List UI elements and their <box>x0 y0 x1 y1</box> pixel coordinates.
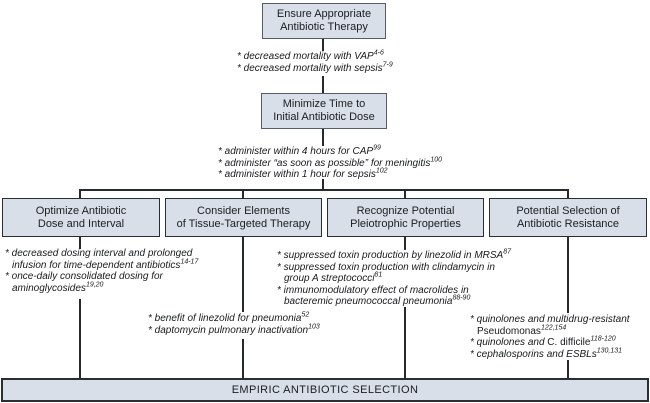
note-line: * daptomycin pulmonary inactivation103 <box>148 323 320 336</box>
note-line: * suppressed toxin production with clind… <box>277 261 495 273</box>
note-line: infusion for time-dependent antibiotics1… <box>12 258 199 271</box>
note-line: * benefit of linezolid for pneumonia52 <box>148 311 310 324</box>
box-empiric-antibiotic-selection: EMPIRIC ANTIBIOTIC SELECTION <box>1 378 649 402</box>
notes-pleiotrophic: * suppressed toxin production by linezol… <box>277 248 512 308</box>
note-line: aminoglycosides19,20 <box>12 281 104 294</box>
note-line: * quinolones and multidrug-resistant <box>470 314 630 325</box>
note-line: * suppressed toxin production by linezol… <box>277 248 512 261</box>
connector-branch-drop-2 <box>242 189 244 198</box>
note-line: * quinolones and C. difficile118-120 <box>470 335 616 348</box>
connector-col3-lower <box>404 307 406 378</box>
connector-col2-upper <box>242 237 244 312</box>
note-line: * immunomodulatory effect of macrolides … <box>277 284 469 296</box>
connector-branch-bar <box>79 189 569 191</box>
notes-tissue: * benefit of linezolid for pneumonia52 *… <box>148 311 320 336</box>
note-line: * administer “as soon as possible” for m… <box>218 156 443 169</box>
connector-trunk-1 <box>322 39 324 51</box>
notes-optimize: * decreased dosing interval and prolonge… <box>5 248 198 294</box>
note-line: * administer within 4 hours for CAP99 <box>218 144 381 157</box>
note-line: * decreased mortality with sepsis7-9 <box>237 61 393 74</box>
connector-branch-drop-4 <box>567 189 569 198</box>
connector-col1-upper <box>79 237 81 249</box>
connector-branch-drop-1 <box>79 189 81 198</box>
connector-col1-lower <box>79 299 81 378</box>
connector-col4-upper <box>567 237 569 313</box>
note-line: * once-daily consolidated dosing for <box>5 271 163 282</box>
notes-ensure: * decreased mortality with VAP4-6 * decr… <box>237 49 393 74</box>
connector-trunk-2 <box>322 76 324 93</box>
note-line: bacteremic pneumococcal pneumonia88-90 <box>284 294 471 307</box>
note-line: * decreased dosing interval and prolonge… <box>5 248 193 259</box>
note-line: group A streptococci81 <box>284 271 383 284</box>
connector-col2-lower <box>242 339 244 378</box>
note-line: * cephalosporins and ESBLs130,131 <box>470 347 623 360</box>
box-label: EMPIRIC ANTIBIOTIC SELECTION <box>231 383 419 396</box>
note-line: Pseudomonas122,154 <box>477 324 567 337</box>
note-line: * decreased mortality with VAP4-6 <box>237 49 384 62</box>
notes-minimize: * administer within 4 hours for CAP99 * … <box>218 144 443 181</box>
connector-col3-upper <box>404 237 406 250</box>
connector-trunk-3 <box>322 129 324 146</box>
connector-branch-drop-3 <box>404 189 406 198</box>
notes-resistance: * quinolones and multidrug-resistant Pse… <box>470 314 630 360</box>
connector-col4-lower <box>567 360 569 378</box>
connector-trunk-4 <box>322 179 324 191</box>
note-line: * administer within 1 hour for sepsis102 <box>218 167 388 180</box>
